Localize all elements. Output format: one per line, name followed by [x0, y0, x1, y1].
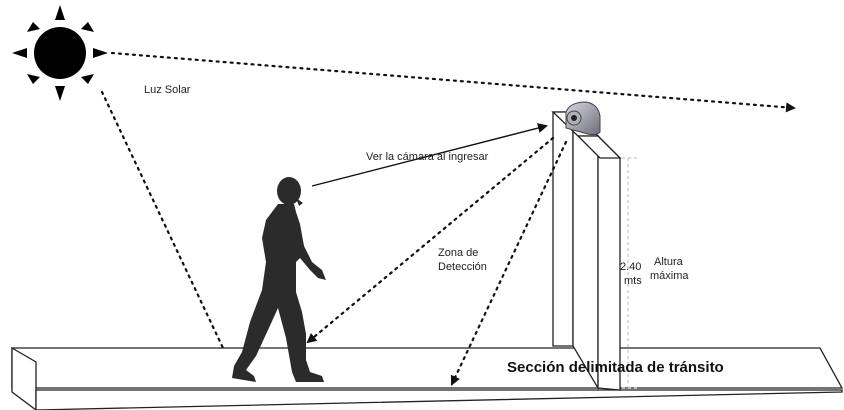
sun-icon — [12, 5, 108, 101]
height-value-line2: mts — [624, 275, 642, 287]
detection-zone-label-line2: Detección — [438, 261, 487, 273]
detection-ray-far — [450, 140, 568, 386]
detection-zone-label-line1: Zona de — [438, 247, 478, 259]
sunlight-label: Luz Solar — [144, 84, 191, 96]
transit-section-slab — [11, 346, 844, 410]
walking-person-icon — [232, 177, 326, 382]
camera-icon — [565, 101, 601, 136]
look-camera-label: Ver la cámara al ingresar — [366, 151, 489, 163]
sunlight-ray-right — [110, 51, 796, 113]
detection-ray-near — [306, 136, 555, 344]
height-dimension — [622, 157, 640, 389]
look-camera-arrow — [311, 123, 548, 187]
section-title: Sección delimitada de tránsito — [507, 359, 724, 376]
height-value-line1: 2.40 — [620, 261, 641, 273]
max-height-label-line1: Altura — [654, 256, 684, 268]
sunlight-ray-ground — [100, 90, 242, 386]
max-height-label-line2: máxima — [650, 270, 689, 282]
